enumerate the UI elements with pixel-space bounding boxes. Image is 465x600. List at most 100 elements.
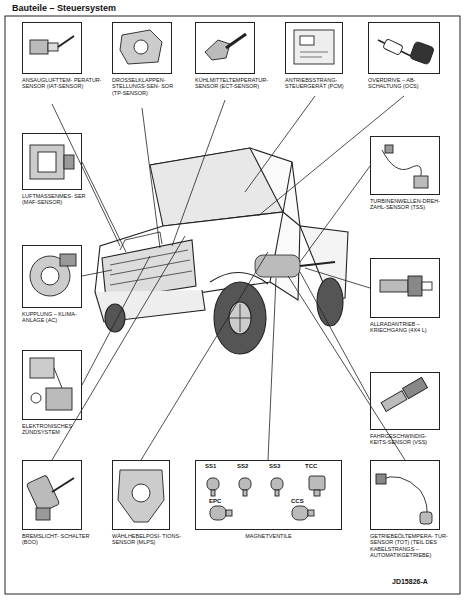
component-box: TURBINENWELLEN-DREH- ZAHL-SENSOR (TSS) (370, 136, 440, 195)
drawing-number: JD15826-A (392, 578, 428, 585)
leader-lines (142, 108, 160, 248)
component-box: ANTRIEBSSTRANG- STEUERGERÄT (PCM) (285, 22, 343, 74)
component-label: MAGNETVENTILE (195, 533, 342, 539)
component-frame (368, 22, 440, 74)
component-icons (383, 39, 404, 56)
component-icons (239, 478, 251, 490)
component-box: WÄHLHEBELPOSI- TIONS-SENSOR (MLPS) (112, 460, 170, 530)
component-icons (385, 145, 393, 153)
truck-illustration (105, 304, 125, 332)
solenoid-label: SS2 (237, 463, 248, 469)
component-label: GETRIEBEÖLTEMPERA- TUR-SENSOR (TOT) (TEI… (370, 533, 450, 558)
component-icons (207, 478, 219, 490)
component-icons (309, 476, 325, 490)
truck-illustration (283, 212, 300, 226)
component-box: OVERDRIVE – AB- SCHALTUNG (OCS) (368, 22, 440, 74)
component-icons (376, 474, 386, 484)
component-icons (48, 43, 58, 51)
component-icons (30, 145, 64, 179)
truck-illustration (214, 282, 266, 354)
component-label: ANTRIEBSSTRANG- STEUERGERÄT (PCM) (285, 77, 357, 90)
solenoid-label: SS1 (205, 463, 216, 469)
component-icons (52, 478, 74, 492)
component-icons (275, 490, 279, 496)
truck-illustration (229, 302, 251, 334)
component-icons (134, 40, 148, 54)
component-frame (195, 460, 342, 530)
component-icons (46, 388, 72, 410)
component-label: ELEKTRONISCHES ZÜNDSYSTEM (22, 423, 94, 436)
component-box: ANSAUGLUFTTEM- PERATUR-SENSOR (IAT-SENSO… (22, 22, 82, 74)
component-label: TURBINENWELLEN-DREH- ZAHL-SENSOR (TSS) (370, 198, 450, 211)
component-box: SS1SS2SS3TCCEPCCCSMAGNETVENTILE (195, 460, 342, 530)
component-icons (414, 176, 428, 188)
component-frame (112, 22, 172, 74)
component-label: FAHRGESCHWINDIG- KEITS-SENSOR (VSS) (370, 433, 445, 446)
leader-lines (172, 100, 225, 246)
component-icons (243, 490, 247, 496)
component-frame (22, 460, 82, 530)
component-frame (22, 350, 82, 420)
component-label: BREMSLICHT- SCHALTER (BOO) (22, 533, 94, 546)
truck-illustration (110, 250, 192, 285)
component-icons (410, 41, 435, 65)
component-icons (41, 267, 59, 285)
component-icons (422, 282, 432, 290)
component-icons (60, 254, 76, 266)
component-icons (226, 34, 246, 48)
component-icons (132, 484, 150, 502)
component-icons (205, 40, 230, 60)
component-icons (26, 30, 434, 524)
component-label: WÄHLHEBELPOSI- TIONS-SENSOR (MLPS) (112, 533, 184, 546)
component-frame (370, 136, 440, 195)
component-icons (300, 36, 314, 45)
solenoid-label: CCS (291, 498, 304, 504)
leader-lines (82, 162, 126, 252)
component-icons (120, 30, 162, 64)
leader-lines (288, 276, 405, 460)
leader-lines (82, 256, 150, 385)
component-icons (210, 506, 226, 520)
component-box: BREMSLICHT- SCHALTER (BOO) (22, 460, 82, 530)
component-box: ELEKTRONISCHES ZÜNDSYSTEM (22, 350, 82, 420)
component-icons (420, 512, 432, 524)
leader-lines (141, 252, 268, 460)
component-icons (118, 470, 164, 522)
component-frame (370, 372, 440, 430)
component-icons (408, 276, 422, 296)
outer-frame (5, 16, 460, 594)
component-label: DROSSELKLAPPEN- STELLUNGS-SEN- SOR (TP-S… (112, 77, 182, 96)
component-box: GETRIEBEÖLTEMPERA- TUR-SENSOR (TOT) (TEI… (370, 460, 440, 530)
component-frame (285, 22, 343, 74)
component-icons (58, 36, 74, 47)
component-icons (36, 508, 50, 520)
component-icons (292, 506, 308, 520)
component-icons (308, 510, 314, 516)
leader-lines (268, 278, 276, 460)
component-frame (195, 22, 255, 74)
component-icons (294, 30, 334, 64)
component-frame (22, 133, 82, 190)
component-icons (207, 476, 325, 520)
component-icons (54, 368, 62, 388)
leader-lines (300, 272, 370, 400)
component-icons (64, 155, 74, 169)
solenoid-label: SS3 (269, 463, 280, 469)
component-frame (370, 460, 440, 530)
component-icons (31, 393, 41, 403)
leader-lines (305, 268, 370, 288)
component-icons (382, 150, 421, 180)
component-icons (30, 40, 48, 54)
component-box: FAHRGESCHWINDIG- KEITS-SENSOR (VSS) (370, 372, 440, 430)
component-label: KÜHLMITTELTEMPERATUR- SENSOR (ECT-SENSOR… (195, 77, 280, 90)
component-box: KÜHLMITTELTEMPERATUR- SENSOR (ECT-SENSOR… (195, 22, 255, 74)
component-frame (112, 460, 170, 530)
component-icons (38, 152, 56, 172)
component-frame (22, 245, 82, 308)
component-icons (402, 377, 427, 398)
component-icons (26, 475, 59, 513)
solenoid-label: EPC (209, 498, 221, 504)
component-box: KUPPLUNG – KLIMA- ANLAGE (AC) (22, 245, 82, 308)
leader-lines (300, 166, 370, 262)
